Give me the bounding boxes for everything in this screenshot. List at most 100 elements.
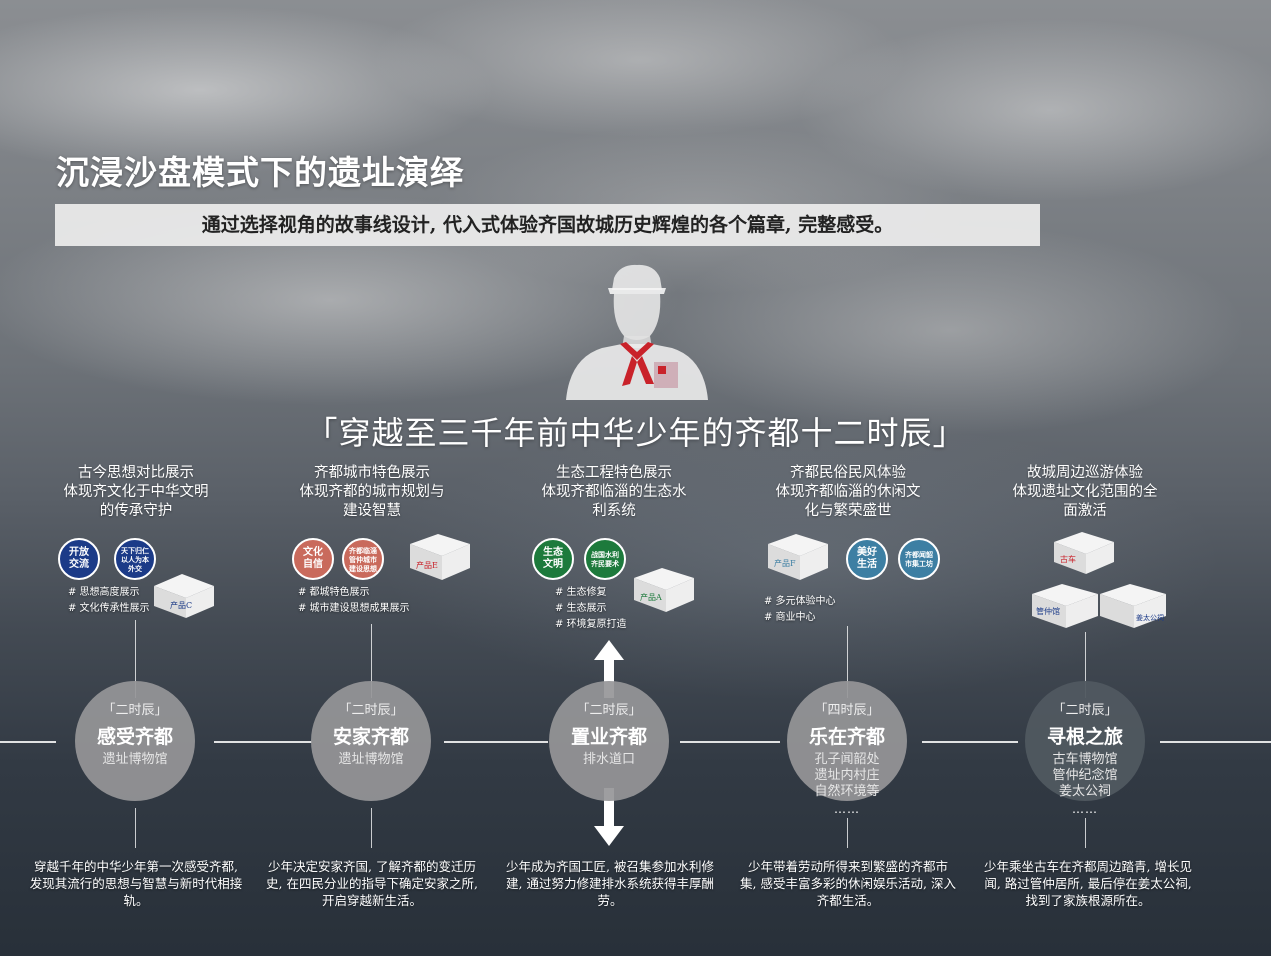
heading-line: 面激活: [1063, 503, 1107, 519]
column-heading-5: 故城周边巡游体验 体现遗址文化范围的全 面激活: [985, 464, 1185, 521]
list-item: # 生态展示: [555, 603, 607, 614]
stage-location: 遗址博物馆: [338, 752, 404, 767]
stage-name: 置业齐都: [570, 726, 647, 748]
stage-name: 寻根之旅: [1046, 726, 1123, 748]
heading-line: 故城周边巡游体验: [1027, 465, 1143, 481]
feature-list: # 生态修复 # 生态展示 # 环境复原打造: [555, 585, 627, 633]
stage-location: 遗址博物馆: [102, 752, 168, 767]
list-item: # 环境复原打造: [555, 619, 627, 630]
feature-list: # 思想高度展示 # 文化传承性展示: [68, 585, 150, 617]
more-dots: ……: [834, 802, 860, 816]
product-box-icon: 产品C: [154, 574, 214, 618]
connector-line: [135, 808, 136, 848]
badge-text: 齐都临淄 管仲城市 建设思想: [349, 545, 377, 573]
heading-line: 体现齐文化于中华文明: [63, 484, 209, 500]
stage-location: 自然环境等: [814, 784, 880, 799]
stage-location: 孔子闻韶处: [814, 752, 880, 767]
product-box-icon: 姜太公祠: [1100, 584, 1166, 628]
list-item: # 多元体验中心: [764, 596, 836, 607]
stage-location: 古车博物馆: [1052, 752, 1118, 767]
list-item: # 都城特色展示: [298, 587, 370, 598]
story-text: 少年乘坐古车在齐都周边踏青, 增长见闻, 路过管仲居所, 最后停在姜太公祠, 找…: [984, 859, 1192, 908]
stage-tag: 「二时辰」: [576, 703, 642, 718]
more-dots: ……: [1072, 802, 1098, 816]
heading-line: 齐都民俗民风体验: [790, 465, 906, 481]
theme-badge: 美好 生活: [846, 538, 888, 580]
product-box-icon: 产品A: [634, 568, 694, 612]
product-label: 产品C: [170, 600, 192, 610]
badge-text: 齐都闻韶 市集工坊: [905, 550, 933, 568]
headline: 「穿越至三千年前中华少年的齐都十二时辰」: [305, 414, 966, 452]
column-heading-4: 齐都民俗民风体验 体现齐都临淄的休闲文 化与繁荣盛世: [748, 464, 948, 521]
stage-circle: 「二时辰」 安家齐都 遗址博物馆: [311, 681, 431, 801]
badge-text: 文化 自信: [303, 547, 323, 570]
list-item: # 生态修复: [555, 587, 607, 598]
stage-tag: 「四时辰」: [814, 703, 880, 718]
boy-figure-illustration: [566, 264, 708, 400]
connector-line: [135, 620, 136, 698]
timeline-segment: [0, 741, 56, 743]
stage-location: 遗址内村庄: [814, 768, 880, 783]
arrow-up-icon: [594, 640, 624, 698]
page-title: 沉浸沙盘模式下的遗址演绎: [56, 153, 464, 192]
list-item: # 文化传承性展示: [68, 603, 150, 614]
product-label: 姜太公祠: [1136, 613, 1164, 622]
subtitle-text: 通过选择视角的故事线设计, 代入式体验齐国故城历史辉煌的各个篇章, 完整感受。: [201, 214, 894, 236]
story-text: 少年决定安家齐国, 了解齐都的变迁历史, 在四民分业的指导下确定安家之所, 开启…: [266, 859, 478, 908]
connector-line: [371, 624, 372, 698]
theme-badge: 生态 文明: [532, 538, 574, 580]
connector-line: [1085, 818, 1086, 848]
timeline-segment: [922, 741, 1018, 743]
product-box-icon: 古车: [1054, 532, 1114, 574]
heading-line: 体现齐都临淄的休闲文: [775, 484, 921, 500]
badge-text: 天下归仁 以人为本 外交: [121, 545, 149, 573]
stage-name: 安家齐都: [332, 726, 409, 748]
stage-circle: 「二时辰」 感受齐都 遗址博物馆: [75, 681, 195, 801]
list-item: # 思想高度展示: [68, 587, 140, 598]
list-item: # 商业中心: [764, 612, 816, 623]
stage-circle: 「二时辰」 置业齐都 排水道口: [549, 681, 669, 801]
theme-badge: 齐都闻韶 市集工坊: [898, 538, 940, 580]
stage-name: 乐在齐都: [808, 726, 885, 748]
badge-text: 战国水利 齐民要术: [591, 550, 619, 568]
theme-badge: 战国水利 齐民要术: [584, 538, 626, 580]
feature-list: # 多元体验中心 # 商业中心: [764, 594, 836, 626]
column-heading-3: 生态工程特色展示 体现齐都临淄的生态水 利系统: [514, 464, 714, 521]
product-box-icon: 管仲馆: [1032, 584, 1098, 628]
connector-line: [1085, 632, 1086, 698]
connector-line: [371, 808, 372, 848]
product-label: 古车: [1060, 554, 1076, 564]
timeline-segment: [444, 741, 548, 743]
stage-tag: 「二时辰」: [1052, 703, 1118, 718]
timeline-segment: [214, 741, 312, 743]
theme-badge: 开放 交流: [58, 538, 100, 580]
heading-line: 建设智慧: [343, 503, 401, 519]
heading-line: 体现齐都的城市规划与: [299, 484, 445, 500]
heading-line: 体现齐都临淄的生态水: [541, 484, 687, 500]
heading-line: 生态工程特色展示: [556, 465, 672, 481]
theme-badge: 齐都临淄 管仲城市 建设思想: [342, 538, 384, 580]
theme-badge: 文化 自信: [292, 538, 334, 580]
heading-line: 体现遗址文化范围的全: [1012, 484, 1158, 500]
heading-line: 的传承守护: [99, 503, 173, 519]
heading-line: 利系统: [592, 503, 636, 519]
column-heading-2: 齐都城市特色展示 体现齐都的城市规划与 建设智慧: [272, 464, 472, 521]
column-heading-1: 古今思想对比展示 体现齐文化于中华文明 的传承守护: [36, 464, 236, 521]
stage-location: 管仲纪念馆: [1052, 768, 1118, 783]
product-label: 产品A: [640, 592, 662, 602]
badge-text: 生态 文明: [543, 547, 563, 570]
product-box-icon: 产品E: [410, 534, 470, 580]
connector-line: [847, 626, 848, 698]
product-label: 产品E: [416, 560, 438, 570]
story-text: 穿越千年的中华少年第一次感受齐都, 发现其流行的思想与智慧与新时代相接轨。: [29, 859, 243, 908]
story-text: 少年成为齐国工匠, 被召集参加水利修建, 通过努力修建排水系统获得丰厚酬劳。: [506, 859, 714, 908]
stage-location: 姜太公祠: [1058, 784, 1111, 799]
story-text: 少年带着劳动所得来到繁盛的齐都市集, 感受丰富多彩的休闲娱乐活动, 深入齐都生活…: [740, 859, 956, 908]
timeline-segment: [680, 741, 780, 743]
arrow-down-icon: [594, 788, 624, 846]
product-box-icon: 产品F: [768, 534, 828, 580]
heading-line: 齐都城市特色展示: [314, 465, 430, 481]
stage-location: 排水道口: [582, 752, 635, 767]
stage-circle: 「二时辰」 寻根之旅 古车博物馆 管仲纪念馆 姜太公祠: [1025, 681, 1145, 801]
heading-line: 化与繁荣盛世: [804, 503, 892, 519]
